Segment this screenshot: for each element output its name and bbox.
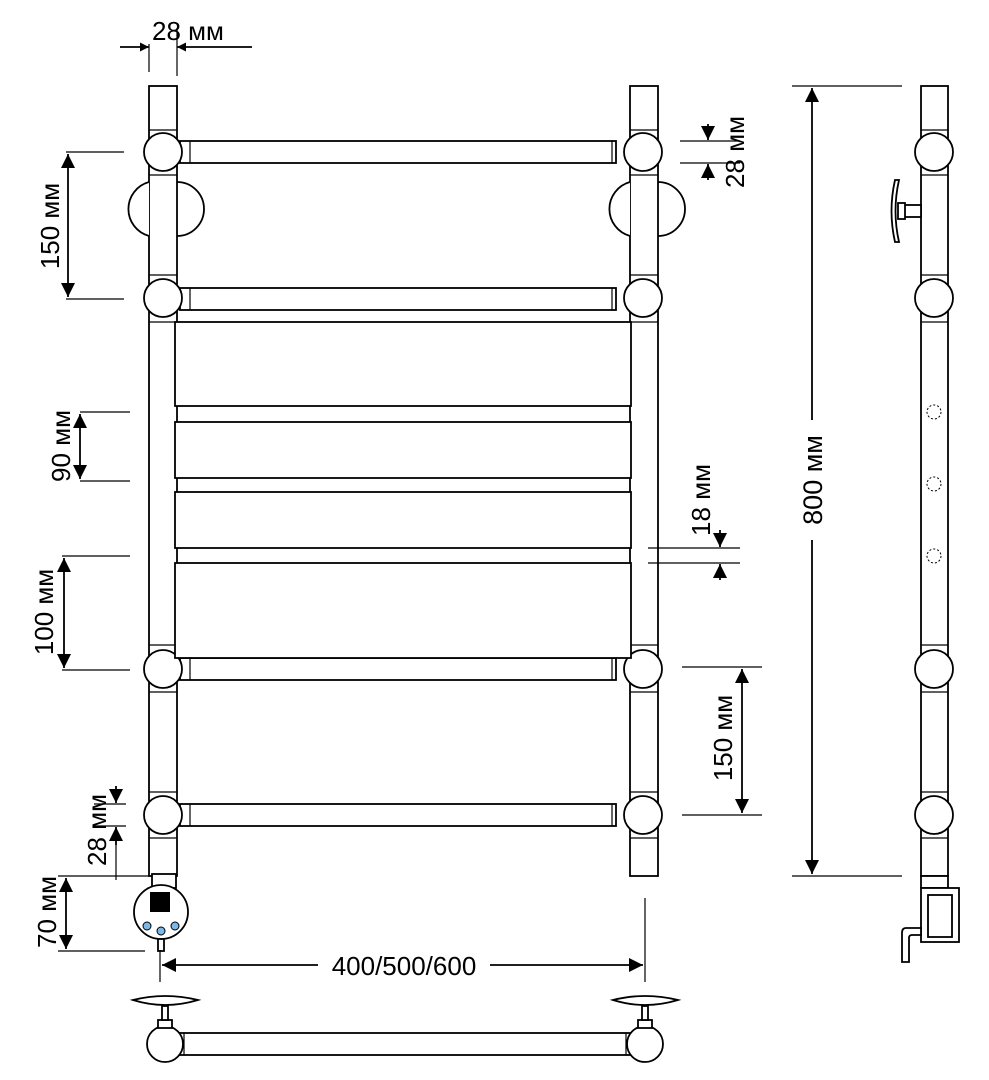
dim-spacing-100: 100 мм	[29, 569, 59, 655]
dim-pipe-width-top: 28 мм	[152, 16, 224, 46]
round-bar-4	[179, 803, 617, 827]
flat-bar-3	[174, 491, 632, 549]
left-wall-mount	[127, 181, 150, 237]
dimension-lines	[57, 28, 902, 982]
dim-control-height: 70 мм	[32, 876, 62, 948]
left-vertical-pipe	[148, 85, 178, 877]
dimension-labels: 28 мм 150 мм 90 мм 100 мм 28 мм 70 мм 28…	[29, 16, 828, 981]
top-view	[129, 995, 682, 1063]
pipe-segment-lines	[149, 129, 658, 839]
joint-ball	[623, 132, 663, 172]
top-view-bar	[166, 1032, 644, 1056]
front-view	[127, 85, 686, 952]
joint-balls	[143, 132, 663, 835]
flat-bar-1	[174, 321, 632, 407]
dim-spacing-90: 90 мм	[46, 410, 76, 482]
side-bracket	[903, 204, 922, 218]
round-bar-2	[179, 287, 617, 311]
right-vertical-pipe	[629, 85, 659, 877]
flat-bar-4	[174, 562, 632, 659]
dim-bar-thickness: 18 мм	[686, 464, 716, 536]
joint-ball	[623, 795, 663, 835]
dim-spacing-150-top: 150 мм	[35, 183, 65, 269]
flat-bar-2	[174, 421, 632, 479]
joint-ball	[143, 278, 183, 318]
dim-joint-offset-top: 28 мм	[720, 116, 750, 188]
side-wall-plate	[890, 179, 901, 243]
dim-joint-offset-bottom: 28 мм	[82, 794, 112, 866]
round-bar-1	[179, 140, 617, 164]
display-icon	[150, 892, 170, 912]
round-bar-3	[179, 657, 617, 681]
joint-ball	[143, 795, 183, 835]
side-vertical-pipe	[920, 85, 949, 877]
dim-width-options: 400/500/600	[332, 951, 477, 981]
dim-height-total: 800 мм	[798, 435, 828, 525]
joint-ball	[143, 132, 183, 172]
control-unit	[133, 873, 189, 952]
right-wall-mount	[608, 181, 631, 237]
joint-ball	[623, 649, 663, 689]
joint-ball	[623, 278, 663, 318]
side-view	[890, 85, 960, 963]
dim-spacing-150-bottom: 150 мм	[708, 695, 738, 781]
joint-ball	[143, 649, 183, 689]
side-heater	[901, 875, 960, 963]
